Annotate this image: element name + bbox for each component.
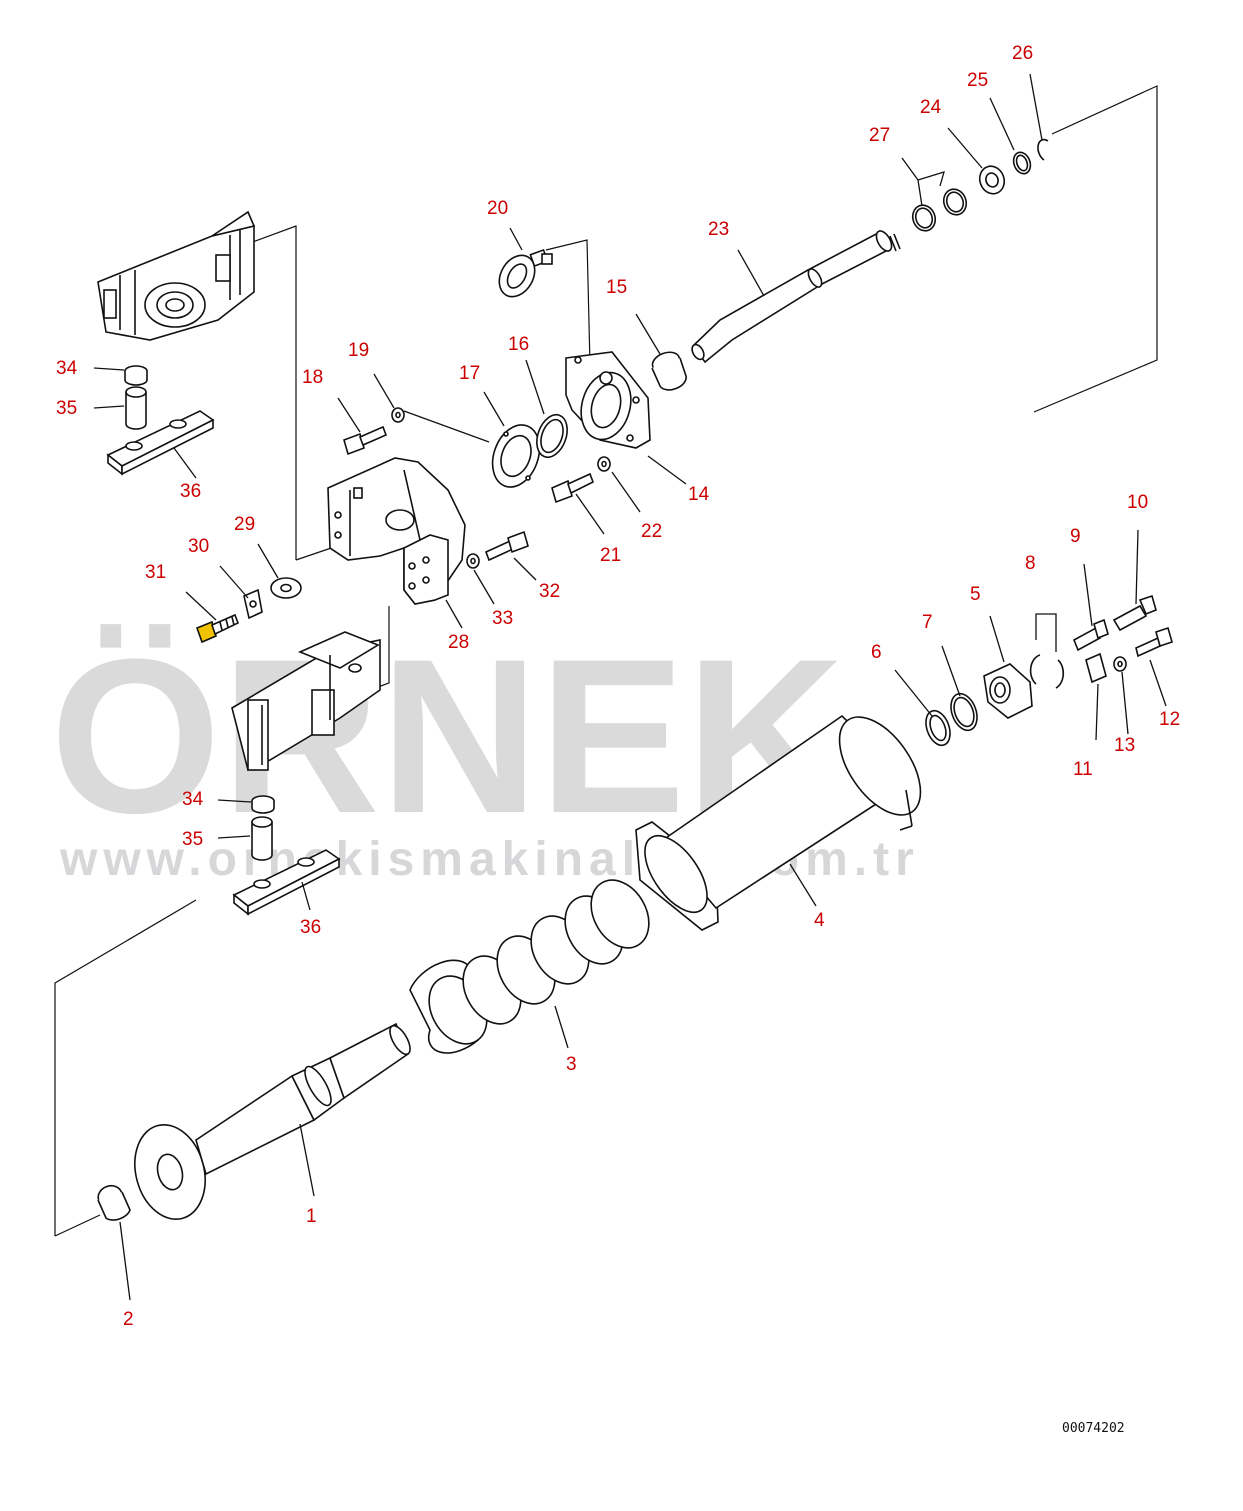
callout-16: 16 bbox=[508, 334, 529, 355]
callout-35-mid: 35 bbox=[182, 829, 203, 850]
part-4-cylinder bbox=[635, 714, 922, 931]
part-12-bolt bbox=[1135, 626, 1173, 658]
callout-5: 5 bbox=[970, 584, 981, 605]
part-24-ring bbox=[978, 165, 1006, 195]
callout-24: 24 bbox=[920, 97, 942, 118]
part-30-lock-plate bbox=[243, 588, 263, 620]
part-6-ring bbox=[925, 709, 951, 747]
drawing-number: 00074202 bbox=[1062, 1421, 1125, 1436]
part-26-snap-ring bbox=[1037, 138, 1049, 161]
part-8-half-ring-b bbox=[1055, 659, 1065, 689]
callout-28: 28 bbox=[448, 632, 469, 653]
callout-7: 7 bbox=[922, 612, 933, 633]
part-15-bushing bbox=[651, 351, 687, 391]
part-35-bushing-top bbox=[125, 386, 147, 430]
part-8-half-ring-a bbox=[1029, 654, 1041, 685]
callout-27: 27 bbox=[869, 125, 890, 146]
part-3-spring bbox=[409, 879, 650, 1054]
part-9-valve bbox=[1072, 618, 1109, 652]
part-2-bushing bbox=[97, 1184, 131, 1221]
callout-9: 9 bbox=[1070, 526, 1081, 547]
part-10-grease-fitting bbox=[1112, 594, 1157, 632]
callout-1: 1 bbox=[306, 1206, 317, 1227]
callout-10: 10 bbox=[1127, 492, 1148, 513]
callout-29: 29 bbox=[234, 514, 255, 535]
callout-3: 3 bbox=[566, 1054, 577, 1075]
callout-34-top: 34 bbox=[56, 358, 78, 379]
part-14-retainer-flange bbox=[565, 351, 651, 449]
callout-32: 32 bbox=[539, 581, 560, 602]
callout-19: 19 bbox=[348, 340, 369, 361]
part-13-washer bbox=[1113, 656, 1127, 672]
callout-4: 4 bbox=[814, 910, 825, 931]
callout-14: 14 bbox=[688, 484, 710, 505]
callout-31: 31 bbox=[145, 562, 166, 583]
callout-30: 30 bbox=[188, 536, 209, 557]
part-11-lock-plate bbox=[1085, 652, 1107, 684]
part-36-plate-top bbox=[106, 410, 215, 476]
callout-22: 22 bbox=[641, 521, 662, 542]
part-34-cap-mid bbox=[251, 795, 275, 814]
part-27-seal-b bbox=[942, 188, 968, 216]
part-25-ring bbox=[1012, 151, 1032, 175]
part-36-plate-mid bbox=[232, 849, 341, 916]
callout-34-mid: 34 bbox=[182, 789, 204, 810]
callout-36-mid: 36 bbox=[300, 917, 321, 938]
part-35-bushing-mid bbox=[251, 816, 273, 861]
part-28-bracket bbox=[327, 457, 466, 605]
callout-8: 8 bbox=[1025, 553, 1036, 574]
part-21-bolt bbox=[551, 472, 595, 504]
callout-17: 17 bbox=[459, 363, 480, 384]
part-18-bolt bbox=[343, 425, 388, 456]
part-34-cap-top bbox=[124, 365, 148, 386]
callout-15: 15 bbox=[606, 277, 627, 298]
callout-23: 23 bbox=[708, 219, 729, 240]
part-22-washer bbox=[597, 456, 611, 472]
callout-20: 20 bbox=[487, 198, 508, 219]
callout-13: 13 bbox=[1114, 735, 1135, 756]
callout-2: 2 bbox=[123, 1309, 134, 1330]
reference-frame-housing-top bbox=[97, 210, 256, 341]
callout-12: 12 bbox=[1159, 709, 1180, 730]
callout-26: 26 bbox=[1012, 43, 1033, 64]
callout-25: 25 bbox=[967, 70, 988, 91]
callout-18: 18 bbox=[302, 367, 323, 388]
reference-frame-housing-mid bbox=[231, 631, 381, 772]
part-16-o-ring bbox=[536, 413, 568, 459]
callout-6: 6 bbox=[871, 642, 882, 663]
part-31-bolt bbox=[195, 613, 240, 644]
part-32-bolt bbox=[484, 530, 529, 562]
part-23-rod bbox=[691, 230, 901, 364]
leader-lines bbox=[93, 73, 1167, 1301]
part-27-seal-a bbox=[911, 204, 937, 232]
part-33-washer bbox=[466, 553, 480, 569]
callout-35-top: 35 bbox=[56, 398, 77, 419]
part-17-gasket bbox=[491, 424, 541, 488]
callout-21: 21 bbox=[600, 545, 621, 566]
part-19-washer bbox=[391, 407, 405, 423]
part-29-washer bbox=[270, 577, 302, 599]
callout-11: 11 bbox=[1073, 759, 1093, 780]
callout-labels: 1 2 3 4 5 6 7 8 9 10 11 12 13 14 15 16 1… bbox=[56, 43, 1180, 1330]
part-5-nut bbox=[983, 663, 1033, 719]
callout-33: 33 bbox=[492, 608, 513, 629]
part-1-yoke-rod bbox=[134, 1022, 411, 1220]
callout-36-top: 36 bbox=[180, 481, 201, 502]
part-20-eye-bolt bbox=[498, 248, 553, 298]
part-7-o-ring bbox=[950, 692, 978, 732]
